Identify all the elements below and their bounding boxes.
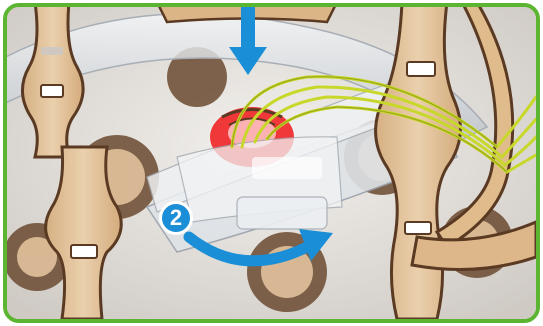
assembly-illustration (7, 7, 536, 319)
illustration-frame: 2 (3, 3, 540, 323)
step-number-badge: 2 (159, 201, 193, 235)
